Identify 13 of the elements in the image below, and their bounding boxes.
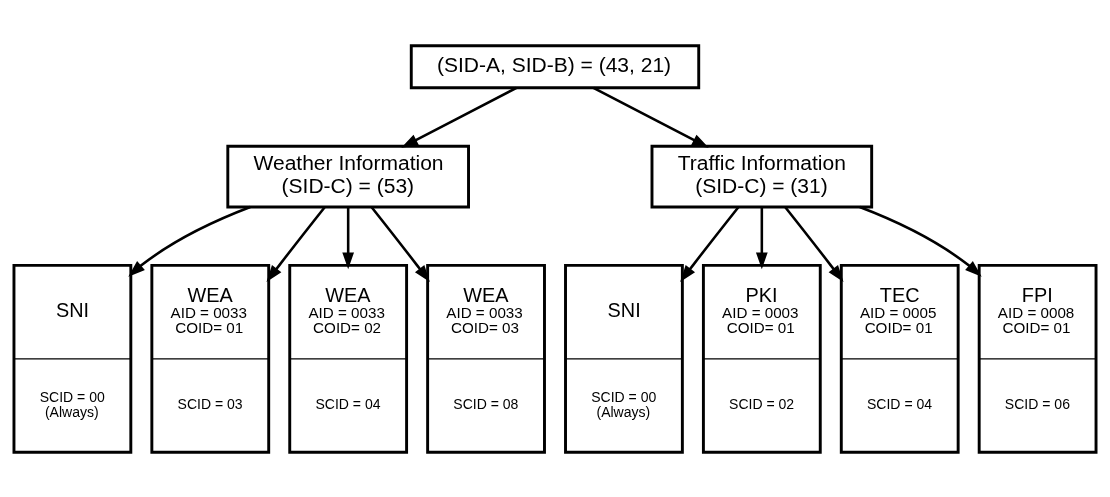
node-box: Traffic Information (SID-C) = (31) — [650, 144, 874, 208]
arrow — [592, 86, 709, 148]
node-box: (SID-A, SID-B) = (43, 21) — [409, 43, 701, 89]
arrow — [128, 205, 251, 277]
arrow — [342, 206, 355, 269]
node-box: Weather Information (SID-C) = (53) — [226, 144, 470, 208]
arrow — [401, 86, 518, 148]
arrow — [370, 205, 430, 282]
arrow — [755, 206, 768, 269]
arrow — [784, 205, 844, 282]
arrow — [266, 205, 326, 282]
arrow — [680, 205, 740, 282]
arrow — [859, 205, 982, 277]
